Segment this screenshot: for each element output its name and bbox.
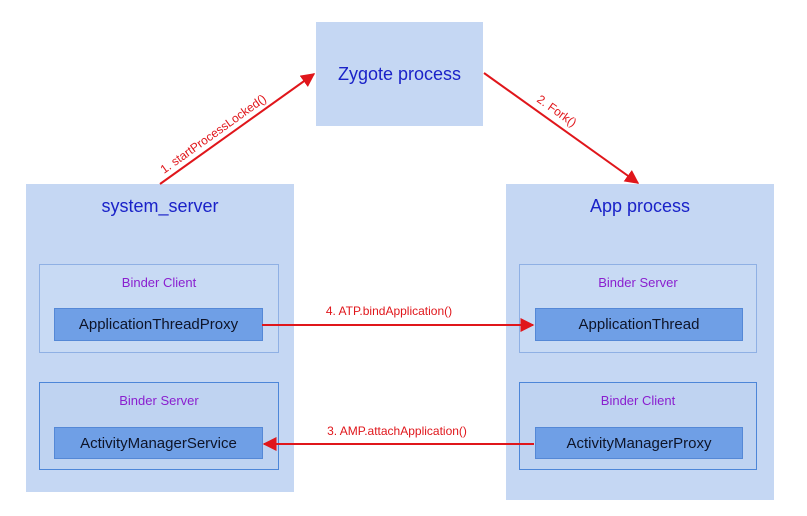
arrow-start-process-label: 1. startProcessLocked(): [158, 91, 269, 176]
system-server-title: system_server: [101, 196, 219, 216]
app-process-binder-client-group: Binder Client ActivityManagerProxy: [519, 382, 757, 470]
app-process-box: App process Binder Server ApplicationThr…: [506, 184, 774, 500]
application-thread-box: ApplicationThread: [535, 308, 743, 341]
zygote-process-box: Zygote process: [316, 22, 483, 126]
app-process-title: App process: [589, 196, 691, 216]
system-server-box: system_server Binder Client ApplicationT…: [26, 184, 294, 492]
arrow-fork: [483, 72, 640, 184]
app-process-binder-client-label: Binder Client: [600, 393, 676, 408]
system-server-binder-client-label: Binder Client: [121, 275, 197, 290]
arrow-bind-application-label: 4. ATP.bindApplication(): [326, 304, 452, 318]
system-server-binder-server-label: Binder Server: [119, 393, 199, 408]
arrow-attach-application-label: 3. AMP.attachApplication(): [327, 424, 467, 438]
arrow-start-process: [159, 73, 316, 185]
app-process-binder-server-group: Binder Server ApplicationThread: [519, 264, 757, 353]
zygote-process-title: Zygote process: [337, 64, 462, 84]
system-server-binder-server-group: Binder Server ActivityManagerService: [39, 382, 279, 470]
app-process-binder-server-label: Binder Server: [598, 275, 678, 290]
application-thread-proxy-box: ApplicationThreadProxy: [54, 308, 263, 341]
system-server-binder-client-group: Binder Client ApplicationThreadProxy: [39, 264, 279, 353]
activity-manager-service-box: ActivityManagerService: [54, 427, 263, 459]
activity-manager-proxy-box: ActivityManagerProxy: [535, 427, 743, 459]
